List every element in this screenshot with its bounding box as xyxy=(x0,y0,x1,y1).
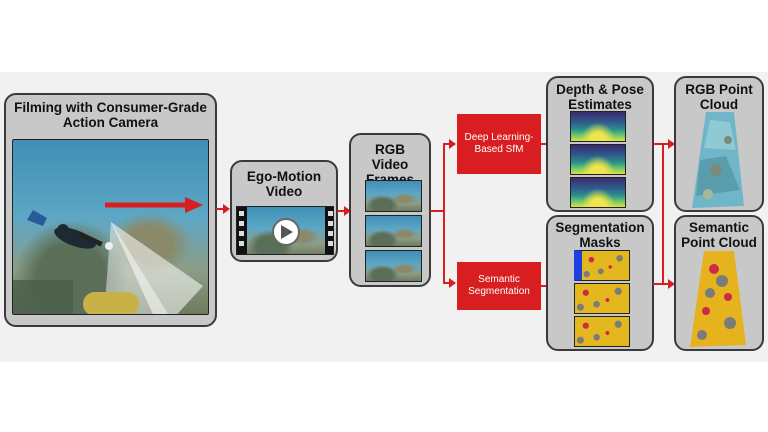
film-strip-icon xyxy=(236,206,334,255)
seg-mask-3 xyxy=(574,316,630,347)
arrow-video-to-frames xyxy=(337,206,351,216)
arrow-filming-to-video xyxy=(216,204,230,214)
depth-map-1 xyxy=(570,111,626,142)
filming-stage-box: Filming with Consumer-Grade Action Camer… xyxy=(4,93,217,327)
play-icon xyxy=(272,218,300,246)
semantic-point-cloud-image xyxy=(690,251,746,347)
arrow-to-semantic-cloud xyxy=(662,279,675,289)
rgb-frame-2 xyxy=(365,215,422,247)
connector-depth-out xyxy=(653,143,663,145)
rgb-frames-stage-box: RGB Video Frames xyxy=(349,133,431,287)
rgb-frame-3 xyxy=(365,250,422,282)
arrow-to-sfm xyxy=(443,139,456,149)
depth-map-3 xyxy=(570,177,626,208)
rgb-frame-1 xyxy=(365,180,422,212)
camera-view-cone xyxy=(111,222,203,314)
depth-pose-stage-box: Depth & Pose Estimates xyxy=(546,76,654,212)
depth-pose-title: Depth & Pose Estimates xyxy=(556,82,644,112)
semantic-cloud-stage-box: Semantic Point Cloud xyxy=(674,215,764,351)
camera-view-cone-edge xyxy=(104,222,169,314)
arrow-to-semseg xyxy=(443,278,456,288)
diver-illustration xyxy=(13,210,203,314)
ego-video-title: Ego-Motion Video xyxy=(246,169,322,199)
sfm-method-box: Deep Learning-Based SfM xyxy=(457,114,541,174)
motion-arrow-icon xyxy=(105,197,203,213)
diver-photo xyxy=(12,139,209,315)
rgb-cloud-title: RGB Point Cloud xyxy=(685,82,753,112)
diver-figure xyxy=(27,210,113,250)
semseg-method-box: Semantic Segmentation xyxy=(457,262,541,310)
rgb-cloud-stage-box: RGB Point Cloud xyxy=(674,76,764,212)
seg-masks-stage-box: Segmentation Masks xyxy=(546,215,654,351)
film-perforations xyxy=(239,211,333,246)
coral-shape xyxy=(83,292,139,314)
connector-merge-vertical xyxy=(662,143,664,285)
ego-video-stage-box: Ego-Motion Video xyxy=(230,160,338,262)
rgb-point-cloud-image xyxy=(692,112,744,208)
depth-map-2 xyxy=(570,144,626,175)
connector-frames-out xyxy=(430,210,444,212)
arrow-to-rgb-cloud xyxy=(662,139,675,149)
seg-mask-2 xyxy=(574,283,630,314)
filming-stage-title: Filming with Consumer-Grade Action Camer… xyxy=(14,100,207,130)
connector-split-vertical xyxy=(443,143,445,283)
connector-masks-out xyxy=(653,283,663,285)
seg-masks-title: Segmentation Masks xyxy=(555,220,645,250)
semantic-cloud-title: Semantic Point Cloud xyxy=(681,220,757,250)
reef-shape xyxy=(13,280,73,314)
seg-mask-1 xyxy=(574,250,630,281)
